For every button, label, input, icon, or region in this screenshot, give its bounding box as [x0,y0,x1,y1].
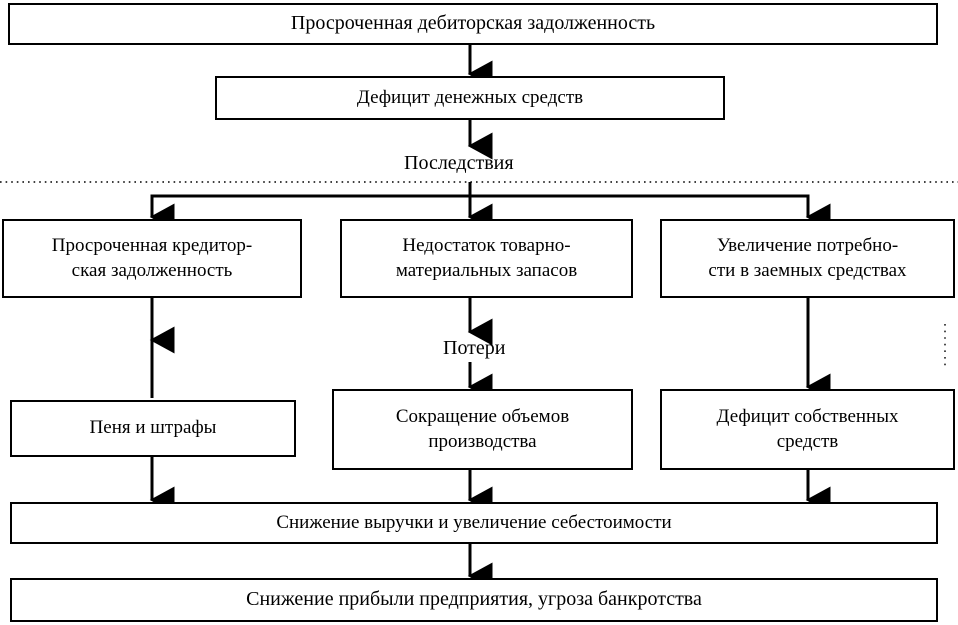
node-output-reduction[interactable]: Сокращение объемов производства [332,389,633,470]
node-penalties-fines[interactable]: Пеня и штрафы [10,400,296,457]
node-label: Дефицит собственных средств [716,406,899,452]
node-own-funds-deficit[interactable]: Дефицит собственных средств [660,389,955,470]
node-profit-down-bankruptcy[interactable]: Снижение прибыли предприятия, угроза бан… [10,578,938,622]
node-inventory-shortage[interactable]: Недостаток товарно- материальных запасов [340,219,633,298]
caption-losses: Потери [443,337,506,359]
node-revenue-down-cost-up[interactable]: Снижение выручки и увеличение себестоимо… [10,502,938,544]
node-label: Пеня и штрафы [89,417,217,439]
node-label: Просроченная дебиторская задолженность [290,12,656,35]
node-label: Увеличение потребно- сти в заемных средс… [708,235,907,281]
node-label: Просроченная кредитор- ская задолженност… [51,235,253,281]
caption-consequences: Последствия [404,152,514,174]
node-overdue-receivables[interactable]: Просроченная дебиторская задолженность [8,3,938,45]
node-label: Снижение прибыли предприятия, угроза бан… [246,588,702,611]
node-label: Сокращение объемов производства [395,406,570,452]
node-overdue-payables[interactable]: Просроченная кредитор- ская задолженност… [2,219,302,298]
node-label: Снижение выручки и увеличение себестоимо… [276,511,672,533]
node-label: Дефицит денежных средств [356,86,584,108]
node-cash-deficit[interactable]: Дефицит денежных средств [215,76,725,120]
node-label: Недостаток товарно- материальных запасов [395,235,578,281]
node-borrowing-need[interactable]: Увеличение потребно- сти в заемных средс… [660,219,955,298]
